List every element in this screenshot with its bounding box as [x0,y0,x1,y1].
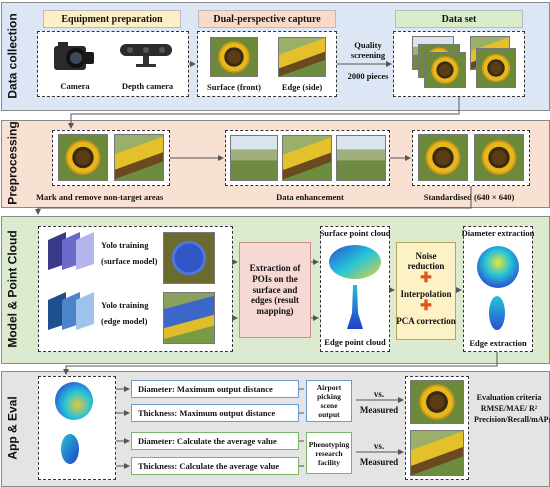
enhance-photo-2 [282,135,332,181]
equipment-header: Equipment preparation [43,10,181,28]
dataset-header: Data set [395,10,523,28]
measured-label-2: Measured [359,457,399,467]
evaluation-criteria-text: Evaluation criteria RMSE/MAE/ R² Precisi… [474,393,550,424]
yolo-edge-label: Yolo training (edge model) [101,300,149,326]
plus-icon: ✚ [420,271,432,286]
diameter-max-box: Diameter: Maximum output distance [131,380,299,398]
surface-front-photo [210,37,258,77]
app-diameter-plot [55,382,93,420]
edge-detection-photo [163,292,215,344]
diameter-plot [477,246,519,288]
edge-side-photo [278,37,326,77]
noise-box [396,242,456,340]
enhance-photo-1 [230,135,278,181]
mark-photo-edge [114,134,164,181]
camera-label: Camera [60,81,90,91]
measured-photo-2 [410,430,464,476]
capture-header: Dual-perspective capture [198,10,336,28]
measured-photo-1 [410,380,464,424]
vs-label-2: vs. [373,441,385,451]
phenotyping-box: Phenotyping research facility [306,432,352,474]
camera-icon [54,42,94,70]
quality-screening-label: Quality screening [350,40,386,60]
mark-remove-label: Mark and remove non-target areas [36,192,164,202]
dataset-photo-side-front [476,48,516,88]
edge-extraction-plot [489,296,505,330]
standard-photo-surface [418,134,468,181]
extraction-box: Extraction of POIs on the surface and ed… [239,242,311,338]
enhance-photo-3 [336,135,386,181]
dataset-photo-front [424,52,466,88]
plus-icon: ✚ [420,299,432,314]
standardised-label: Standardised (640 × 640) [423,192,515,202]
noise-reduction-label: Noise reduction [407,251,445,272]
vs-label-1: vs. [373,389,385,399]
surface-point-cloud-plot [329,245,381,279]
mark-photo-surface [58,134,108,181]
surface-layer-stack-icon [48,232,94,270]
diameter-extraction-label: Diameter extraction [461,228,535,238]
edge-extraction-label: Edge extraction [469,338,527,348]
pieces-label: 2000 pieces [347,71,389,81]
airport-box: Airport picking scene output [306,380,352,422]
depth-camera-label: Depth camera [121,81,174,91]
diameter-avg-box: Diameter: Calculate the average value [131,432,299,450]
data-enhancement-label: Data enhancement [276,192,344,202]
surface-cloud-label: Surface point cloud [319,228,391,238]
edge-layer-stack-icon [48,292,94,330]
edge-side-label: Edge (side) [281,82,323,92]
surface-detection-photo [163,232,215,284]
measured-label-1: Measured [359,405,399,415]
surface-front-label: Surface (front) [207,82,261,92]
standard-photo-edge [474,134,524,181]
interpolation-label: Interpolation [400,289,452,299]
depth-camera-icon [120,44,172,67]
yolo-surface-label: Yolo training (surface model) [101,240,158,266]
pca-label: PCA correction [396,316,456,326]
edge-cloud-label: Edge point cloud [324,337,386,347]
edge-point-cloud-plot [347,285,363,329]
thickness-avg-box: Thickness: Calculate the average value [131,457,299,475]
thickness-max-box: Thickness: Maximum output distance [131,404,299,422]
app-edge-plot [61,434,79,464]
